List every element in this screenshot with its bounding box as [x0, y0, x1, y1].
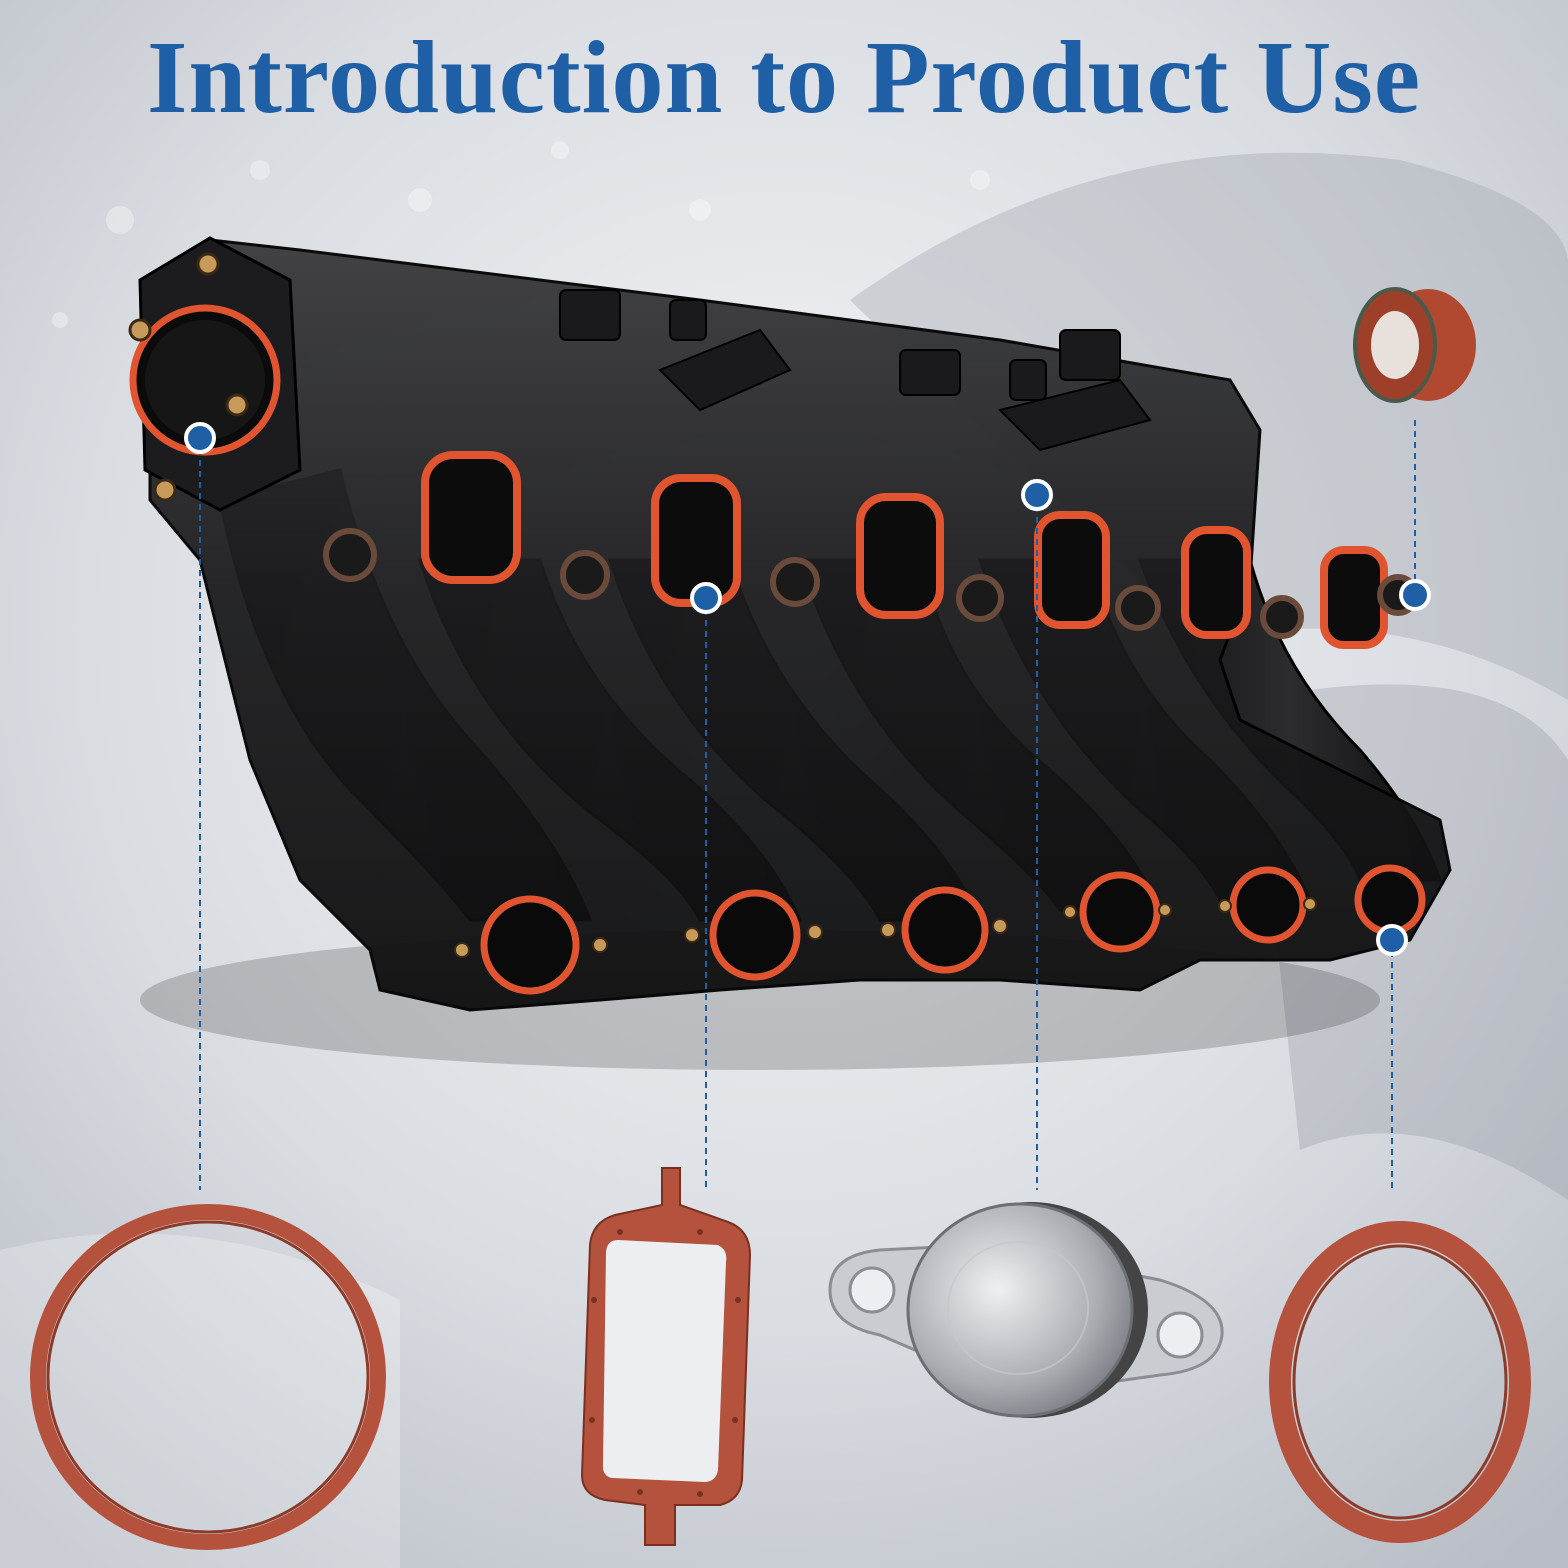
swirl-flap-blanking-plug — [828, 1202, 1224, 1418]
page-title: Introduction to Product Use — [146, 20, 1422, 135]
runner-ring-gasket — [1269, 1221, 1531, 1543]
callout-dot-port-gasket — [690, 582, 722, 614]
callout-dot-sleeve-seal — [1399, 579, 1431, 611]
throttle-flange-ring-gasket — [30, 1204, 386, 1550]
sleeve-seal — [1353, 287, 1476, 403]
callout-dot-throttle-ring — [184, 422, 216, 454]
intake-manifold — [128, 236, 1452, 1070]
callout-dot-blanking-plug — [1021, 479, 1053, 511]
callout-dot-runner-ring — [1376, 924, 1408, 956]
callout-lines — [199, 420, 1416, 1190]
port-gasket — [580, 1167, 752, 1546]
throttle-flange — [128, 236, 302, 512]
